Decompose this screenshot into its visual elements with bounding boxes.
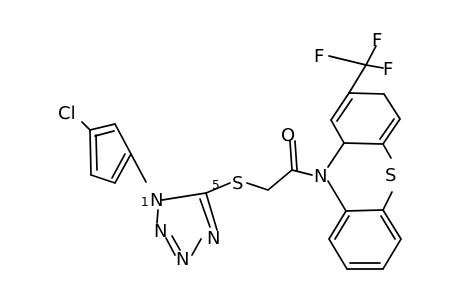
atom-label-cl: Cl [58,103,76,124]
bond [89,129,92,176]
bond [348,64,367,94]
bond [382,209,402,240]
bond [94,130,115,137]
bond [246,182,269,191]
bond [205,192,218,231]
bond [90,174,116,184]
atom-label-s-ring: S [385,165,396,186]
bond [289,140,293,171]
bond [327,180,347,212]
atom-label-n-phenothiazine: N [314,166,327,187]
atom-locant-c5: 5 [212,178,220,192]
bond [199,198,211,228]
bond [382,238,402,270]
bond [328,55,367,66]
bond [191,238,202,256]
bond [327,142,345,168]
bond [89,123,116,131]
bond [382,118,401,145]
bond [382,143,392,159]
bond [81,121,91,131]
bond [380,215,396,240]
atom-label-n1-tetrazole: N [150,190,163,211]
atom-label-n4-tetrazole: N [207,228,220,249]
bond [330,119,345,144]
bond [114,153,132,184]
bond [111,153,126,179]
bond [345,209,384,212]
atom-label-s-thioether: S [232,173,243,194]
bond [267,169,293,191]
bond [328,210,347,240]
bond [365,64,384,69]
bond [343,142,384,145]
atom-label-f1: F [314,46,324,67]
bond [114,123,132,155]
atom-label-n3-tetrazole: N [176,249,189,270]
bond [156,209,159,224]
bond [365,45,377,66]
bond [165,237,176,256]
bond [328,238,348,270]
atom-label-f2: F [372,30,382,51]
bond [205,182,231,194]
bond [330,92,350,121]
atom-label-f3: F [383,59,393,80]
bond [383,93,401,120]
atom-labels: Cl N 1 N N N 5 S O N S F F F [58,30,396,270]
bond [294,140,298,171]
bond [171,235,181,251]
atom-label-n2-tetrazole: N [154,221,167,242]
bond [161,192,207,201]
bond [382,191,393,211]
bond [336,98,353,122]
bond [291,169,313,176]
bond [334,215,350,240]
bonds [81,45,402,270]
atom-locant-n1: 1 [141,195,149,209]
bond [379,118,395,140]
bond [95,134,98,171]
bond [348,92,385,95]
bond [130,153,147,183]
atom-label-o: O [281,125,295,146]
